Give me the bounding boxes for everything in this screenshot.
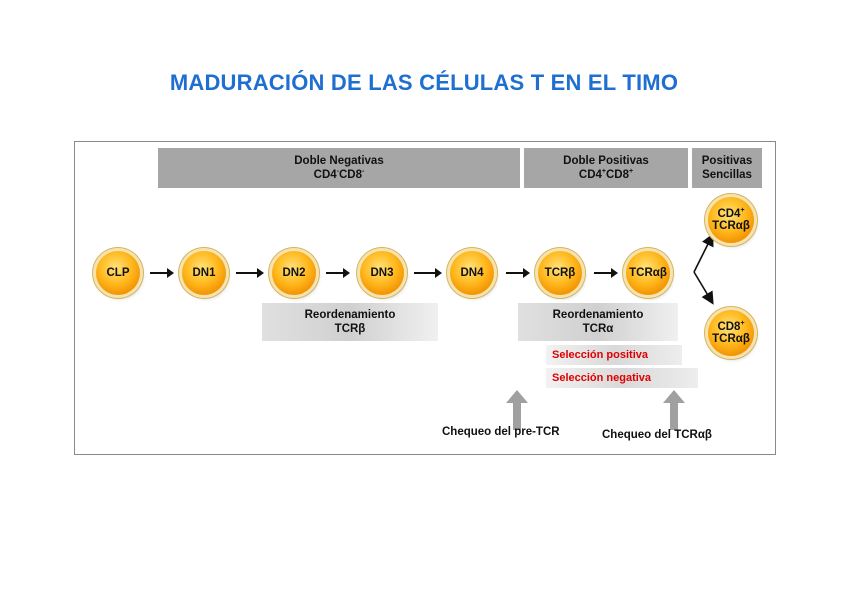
rearrangement-tcrb: Reordenamiento TCRβ xyxy=(262,303,438,341)
stage-doble-positivas-markers: CD4+CD8+ xyxy=(578,168,634,181)
cell-cd4-single: CD4+ TCRαβ xyxy=(708,197,754,243)
stage-positivas-sencillas-line2: Sencillas xyxy=(702,169,752,181)
stage-doble-positivas: Doble Positivas CD4+CD8+ xyxy=(524,148,688,188)
selection-negative: Selección negativa xyxy=(546,368,698,388)
cell-clp: CLP xyxy=(96,251,140,295)
cell-tcrb: TCRβ xyxy=(538,251,582,295)
branch-arrow-up xyxy=(693,233,714,273)
diagram-frame xyxy=(74,141,776,455)
branch-arrow-down xyxy=(693,271,714,305)
cell-dn1: DN1 xyxy=(182,251,226,295)
stage-positivas-sencillas-line1: Positivas xyxy=(701,155,753,167)
checkpoint-pre-tcr: Chequeo del pre-TCR xyxy=(442,426,560,438)
stage-doble-positivas-label: Doble Positivas xyxy=(563,155,649,167)
branch-arrows xyxy=(693,233,714,305)
stage-positivas-sencillas: Positivas Sencillas xyxy=(692,148,762,188)
rearrangement-tcra: Reordenamiento TCRα xyxy=(518,303,678,341)
cell-cd8-single: CD8+ TCRαβ xyxy=(708,310,754,356)
arrow-clp-dn1 xyxy=(150,268,174,278)
arrow-dn1-dn2 xyxy=(236,268,264,278)
selection-positive: Selección positiva xyxy=(546,345,682,365)
stage-doble-negativas: Doble Negativas CD4-CD8- xyxy=(158,148,520,188)
cell-dn4: DN4 xyxy=(450,251,494,295)
cell-dn3: DN3 xyxy=(360,251,404,295)
arrow-dn2-dn3 xyxy=(326,268,350,278)
arrow-tcrb-tcrab xyxy=(594,268,618,278)
checkpoint-tcrab: Chequeo del TCRαβ xyxy=(602,429,712,441)
up-arrow-pre-tcr xyxy=(506,390,528,430)
page-title: MADURACIÓN DE LAS CÉLULAS T EN EL TIMO xyxy=(169,70,679,95)
arrow-dn3-dn4 xyxy=(414,268,442,278)
stage-doble-negativas-label: Doble Negativas xyxy=(294,155,384,167)
cell-tcrab: TCRαβ xyxy=(626,251,670,295)
arrow-dn4-tcrb xyxy=(506,268,530,278)
up-arrow-tcrab xyxy=(663,390,685,430)
cell-dn2: DN2 xyxy=(272,251,316,295)
stage-doble-negativas-markers: CD4-CD8- xyxy=(313,168,365,181)
